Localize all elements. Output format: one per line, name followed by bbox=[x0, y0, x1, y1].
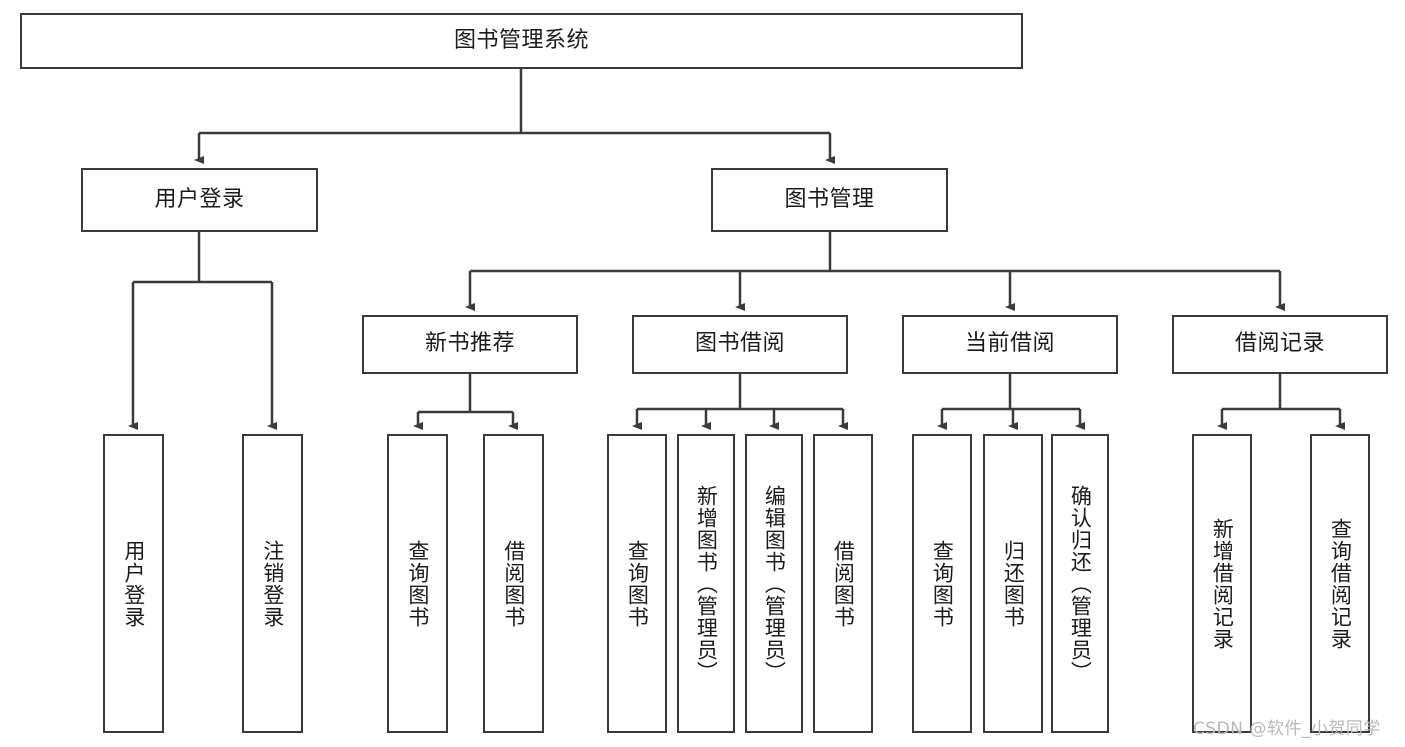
watermark-text: CSDN @软件_小贺同学 bbox=[1193, 719, 1381, 739]
leaf-add-borrow-record-label: 新增借阅记录 bbox=[1210, 517, 1235, 650]
leaf-borrow-book-new[interactable]: 借阅图书 bbox=[483, 434, 544, 733]
leaf-query-book-new-label: 查询图书 bbox=[405, 539, 430, 628]
leaf-edit-book-admin-label: 编辑图书（管理员） bbox=[762, 484, 787, 683]
node-borrow-record-label: 借阅记录 bbox=[1234, 331, 1325, 357]
leaf-query-book-label: 查询图书 bbox=[625, 539, 650, 628]
node-book-borrow[interactable]: 图书借阅 bbox=[632, 315, 848, 374]
node-new-book-recommend[interactable]: 新书推荐 bbox=[362, 315, 578, 374]
node-book-manage-label: 图书管理 bbox=[784, 186, 875, 212]
leaf-add-book-admin-label: 新增图书（管理员） bbox=[694, 484, 719, 683]
node-current-borrow-label: 当前借阅 bbox=[964, 331, 1055, 357]
node-new-book-recommend-label: 新书推荐 bbox=[424, 331, 515, 357]
node-book-manage[interactable]: 图书管理 bbox=[711, 168, 948, 232]
leaf-user-logout-label: 注销登录 bbox=[260, 539, 285, 628]
leaf-query-borrow-record[interactable]: 查询借阅记录 bbox=[1310, 434, 1370, 733]
leaf-return-book-label: 归还图书 bbox=[1001, 539, 1026, 628]
node-borrow-record[interactable]: 借阅记录 bbox=[1172, 315, 1388, 374]
leaf-edit-book-admin[interactable]: 编辑图书（管理员） bbox=[745, 434, 803, 733]
leaf-add-book-admin[interactable]: 新增图书（管理员） bbox=[677, 434, 735, 733]
node-current-borrow[interactable]: 当前借阅 bbox=[902, 315, 1118, 374]
leaf-query-borrow-record-label: 查询借阅记录 bbox=[1328, 517, 1353, 650]
node-user-login[interactable]: 用户登录 bbox=[81, 168, 318, 232]
leaf-user-logout[interactable]: 注销登录 bbox=[242, 434, 303, 733]
leaf-query-book-current[interactable]: 查询图书 bbox=[912, 434, 972, 733]
leaf-borrow-book[interactable]: 借阅图书 bbox=[813, 434, 873, 733]
leaf-query-book-new[interactable]: 查询图书 bbox=[387, 434, 448, 733]
leaf-borrow-book-new-label: 借阅图书 bbox=[501, 539, 526, 628]
node-user-login-label: 用户登录 bbox=[154, 186, 245, 212]
leaf-add-borrow-record[interactable]: 新增借阅记录 bbox=[1192, 434, 1252, 733]
leaf-confirm-return-admin-label: 确认归还（管理员） bbox=[1068, 484, 1093, 683]
leaf-query-book-current-label: 查询图书 bbox=[930, 539, 955, 628]
leaf-user-login-label: 用户登录 bbox=[121, 539, 146, 628]
leaf-query-book[interactable]: 查询图书 bbox=[607, 434, 667, 733]
leaf-return-book[interactable]: 归还图书 bbox=[983, 434, 1043, 733]
leaf-user-login[interactable]: 用户登录 bbox=[103, 434, 164, 733]
node-root[interactable]: 图书管理系统 bbox=[20, 13, 1023, 69]
node-book-borrow-label: 图书借阅 bbox=[694, 331, 785, 357]
leaf-borrow-book-label: 借阅图书 bbox=[831, 539, 856, 628]
leaf-confirm-return-admin[interactable]: 确认归还（管理员） bbox=[1051, 434, 1109, 733]
node-root-label: 图书管理系统 bbox=[453, 27, 589, 53]
